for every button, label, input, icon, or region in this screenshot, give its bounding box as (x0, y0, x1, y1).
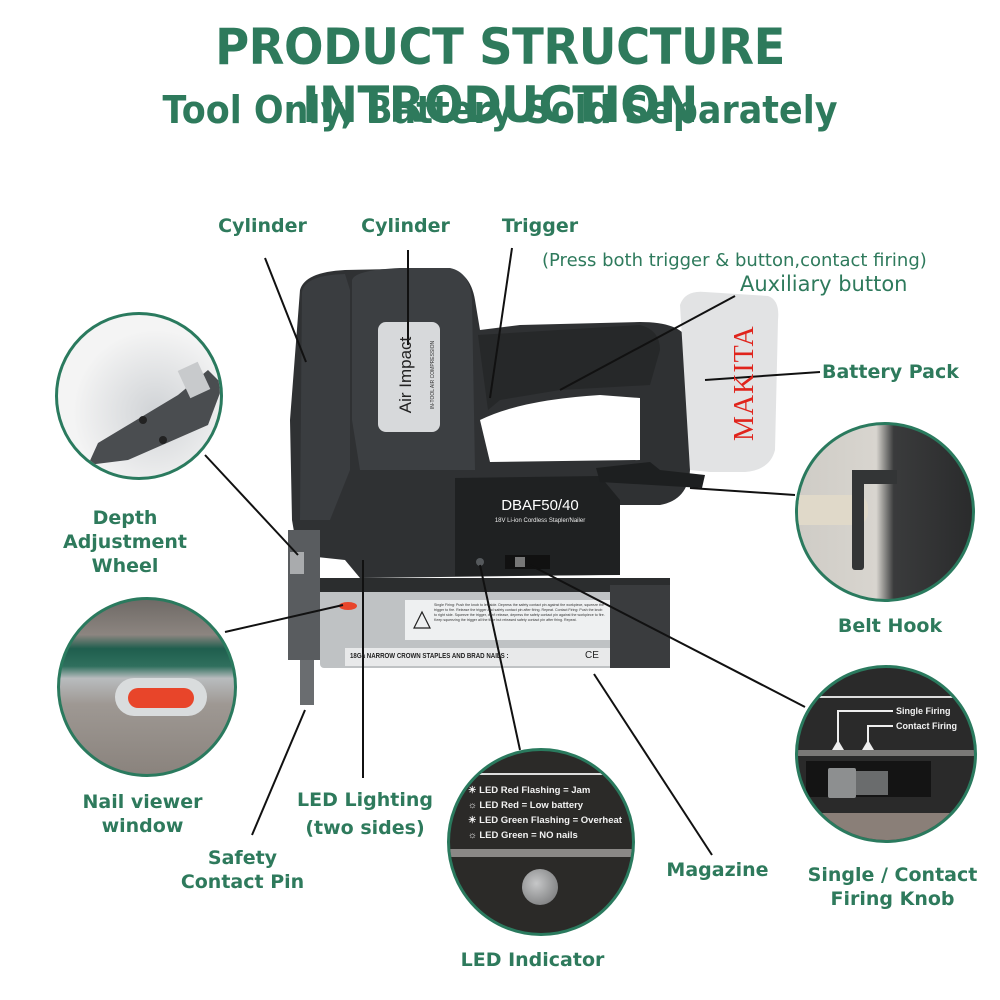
firing-knob-detail: Single Firing Contact Firing (795, 665, 977, 843)
led-legend-item: ☀ LED Red Flashing = Jam (468, 785, 591, 796)
label-depth-line-3: Wheel (91, 555, 159, 577)
air-impact-subtext: IN-TOOL AIR COMPRESSION (430, 340, 436, 410)
viewer-red-indicator (128, 688, 194, 708)
firing-knob-button (828, 768, 856, 798)
label-led-lighting: LED Lighting (two sides) (285, 788, 445, 840)
led-legend-item: ☼ LED Red = Low battery (468, 800, 584, 811)
viewer-window-shape (339, 602, 357, 610)
label-nail-viewer-line-1: Nail viewer (82, 791, 203, 813)
led-legend-item: ☀ LED Green Flashing = Overheat (468, 815, 622, 826)
label-firing-knob: Single / Contact Firing Knob (800, 863, 985, 911)
label-led-lighting-line-2: (two sides) (305, 817, 425, 839)
led-sun-icon: ☼ (468, 830, 480, 841)
magazine-text: 18Ga NARROW CROWN STAPLES AND BRAD NAILS… (350, 651, 509, 660)
battery-pack (680, 291, 779, 472)
depth-wheel-shape (290, 552, 304, 574)
handle-grip (478, 325, 660, 410)
hook-arm (852, 470, 864, 570)
depth-wheel-detail (55, 312, 223, 480)
firing-knob-shape (505, 555, 550, 569)
led-legend-item: ☼ LED Green = NO nails (468, 830, 578, 841)
led-sun-icon: ☀ (468, 785, 480, 796)
model-description: 18V Li-ion Cordless Stapler/Nailer (494, 518, 586, 524)
label-safety-line-2: Contact Pin (180, 871, 305, 893)
label-safety-line-1: Safety (207, 847, 278, 869)
firing-mode-pointers (832, 710, 893, 750)
led-legend: ☀ LED Red Flashing = Jam ☼ LED Red = Low… (468, 783, 622, 843)
leader-lines (204, 247, 821, 856)
air-impact-text: Air Impact (396, 336, 415, 414)
label-depth-line-2: Adjustment (62, 531, 188, 553)
battery-brand: MAKITA (729, 325, 760, 441)
label-firing-knob-line-2: Firing Knob (830, 888, 955, 910)
label-trigger-note: (Press both trigger & button,contact fir… (542, 250, 927, 271)
label-nail-viewer: Nail viewer window (60, 790, 225, 838)
led-indicator-shape (476, 558, 484, 566)
warning-sticker (405, 600, 610, 640)
label-depth-adjustment: Depth Adjustment Wheel (60, 506, 190, 578)
ce-mark: CE (585, 650, 599, 661)
model-plate (455, 476, 620, 576)
label-belt-hook: Belt Hook (837, 615, 943, 637)
label-firing-knob-line-1: Single / Contact (807, 864, 978, 886)
label-cylinder-center: Cylinder (361, 215, 450, 237)
magazine-sticker (345, 648, 610, 666)
label-safety-pin: Safety Contact Pin (170, 846, 315, 894)
label-auxiliary-button: Auxiliary button (740, 272, 908, 296)
belt-hook-shape (596, 462, 705, 488)
label-magazine: Magazine (666, 859, 769, 881)
model-number: DBAF50/40 (501, 497, 579, 514)
trigger-opening (480, 395, 640, 462)
page-title: PRODUCT STRUCTURE INTRODUCTION (215, 18, 785, 134)
label-battery-pack: Battery Pack (822, 361, 959, 383)
label-depth-line-1: Depth (92, 507, 158, 529)
led-indicator-detail: ☀ LED Red Flashing = Jam ☼ LED Red = Low… (447, 748, 635, 936)
label-trigger: Trigger (501, 215, 579, 237)
nose-piece (288, 530, 320, 660)
safety-pin-shape (300, 660, 314, 705)
cylinder-left (300, 274, 350, 520)
nail-viewer-detail (57, 597, 237, 777)
page-subtitle: Tool Only, Battery Sold Separately (162, 88, 838, 132)
label-nail-viewer-line-2: window (101, 815, 184, 837)
led-sun-icon: ☼ (468, 800, 480, 811)
firing-mode-single: Single Firing (896, 706, 951, 716)
depth-wheel-detail-drawing (88, 361, 220, 465)
firing-mode-contact: Contact Firing (896, 721, 957, 731)
belt-hook-detail (795, 422, 975, 602)
label-cylinder-left: Cylinder (218, 215, 307, 237)
led-sun-icon: ☀ (468, 815, 480, 826)
warning-text: Single Firing: Push the knob to left sid… (434, 603, 605, 622)
led-lens (522, 869, 558, 905)
firing-mode-labels: Single Firing Contact Firing (896, 704, 957, 734)
label-led-indicator: LED Indicator (460, 949, 605, 971)
air-impact-plate (378, 322, 440, 432)
label-led-lighting-line-1: LED Lighting (297, 789, 433, 811)
